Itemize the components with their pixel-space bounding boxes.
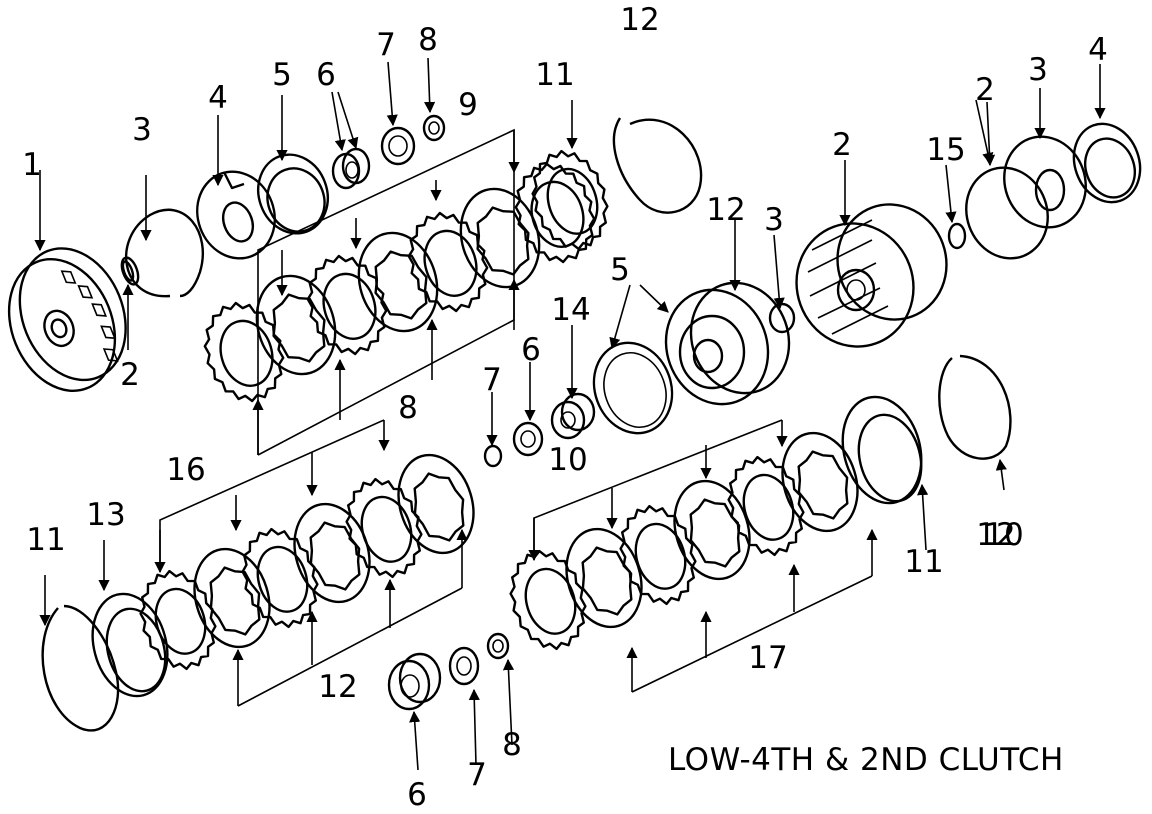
part-8-washer-bottom (486, 632, 510, 660)
part-12-snap-ring-left (41, 604, 120, 732)
callout-label: 2 (120, 357, 140, 393)
part-14-ring (592, 341, 674, 435)
callout-label: 14 (551, 292, 590, 328)
pack10-plate (241, 527, 319, 629)
part-8-washer-mid (483, 444, 503, 468)
callout-label: 12 (706, 192, 745, 228)
callout-label: 8 (502, 727, 522, 763)
part-14-clutch-housing (664, 281, 796, 406)
callout-label: 1 (22, 147, 42, 183)
callout-label: 11 (904, 544, 943, 580)
callout-label: 17 (748, 640, 787, 676)
callout-label: 7 (467, 757, 487, 793)
pack17-plate (727, 455, 805, 557)
callout-label: 7 (376, 27, 396, 63)
pack9-plate (203, 301, 285, 403)
callout-label: 3 (132, 112, 152, 148)
pack9-plate (407, 211, 489, 313)
part-11-pressure-plate-right (841, 395, 923, 505)
callout-label: 12 (318, 669, 357, 705)
part-12-snap-ring (612, 117, 703, 214)
pack10-plate (345, 477, 423, 579)
callout-label: 3 (764, 202, 784, 238)
part-6-bushing-mid (550, 392, 596, 440)
callout-label: 6 (407, 777, 427, 813)
callout-label: 16 (166, 452, 205, 488)
callout-label: 11 (26, 522, 65, 558)
callout-label: 5 (610, 252, 630, 288)
part-11-pressure-plate-left (91, 592, 169, 698)
part-12-snap-ring-right (938, 354, 1012, 460)
plate-11-top (531, 149, 609, 251)
part-5-ring-right (1072, 122, 1142, 204)
pack17-plate (509, 549, 587, 651)
callout-label: 7 (482, 362, 502, 398)
callout-label: 4 (1088, 32, 1108, 68)
part-3-snap-ring (125, 208, 205, 298)
callout-label: 6 (521, 332, 541, 368)
pack9-plate (306, 254, 388, 356)
part-4-piston-right (1003, 135, 1087, 229)
part-15-gear-drum (795, 203, 948, 348)
callout-label: 5 (272, 57, 292, 93)
callout-label: 2 (975, 72, 995, 108)
part-5-ring (257, 153, 329, 235)
callout-label: 9 (458, 87, 478, 123)
part-2-small-ring-right (947, 222, 967, 250)
part-7-bearing-bottom (448, 646, 480, 686)
part-8-washer (422, 114, 446, 142)
callout-label: 12 (976, 517, 1015, 553)
leader-lines (34, 57, 1106, 771)
pack17-plate (781, 431, 859, 533)
pack10-plate (397, 453, 475, 555)
part-7-bearing (380, 126, 416, 166)
callout-label: 8 (418, 22, 438, 58)
pack10-plate (293, 502, 371, 604)
callout-label: 6 (316, 57, 336, 93)
part-2-small-ring (120, 256, 140, 286)
part-11-pressure-plate (531, 149, 609, 251)
pack17-plate (619, 504, 697, 606)
callout-label: 4 (208, 80, 228, 116)
callout-label: 3 (1028, 52, 1048, 88)
clutch-pack-10 (139, 453, 475, 671)
part-4-piston (196, 170, 276, 260)
part-6-bushing-bottom (387, 652, 442, 711)
pack10-plate (193, 547, 271, 649)
callout-label: 8 (398, 390, 418, 426)
callout-label: 12 (620, 2, 659, 38)
diagram-title: LOW-4TH & 2ND CLUTCH (668, 742, 1064, 778)
part-3-snap-ring-right (965, 166, 1049, 260)
callout-label: 13 (86, 497, 125, 533)
callout-label: 11 (535, 57, 574, 93)
callout-label: 15 (926, 132, 965, 168)
callout-label: 10 (548, 442, 587, 478)
callout-label: 2 (832, 127, 852, 163)
part-1-clutch-hub (7, 247, 127, 392)
callout-label: 10 (984, 517, 1023, 553)
clutch-pack-17 (509, 431, 859, 651)
pack9-plate (357, 231, 439, 333)
part-7-bearing-mid (512, 421, 544, 457)
